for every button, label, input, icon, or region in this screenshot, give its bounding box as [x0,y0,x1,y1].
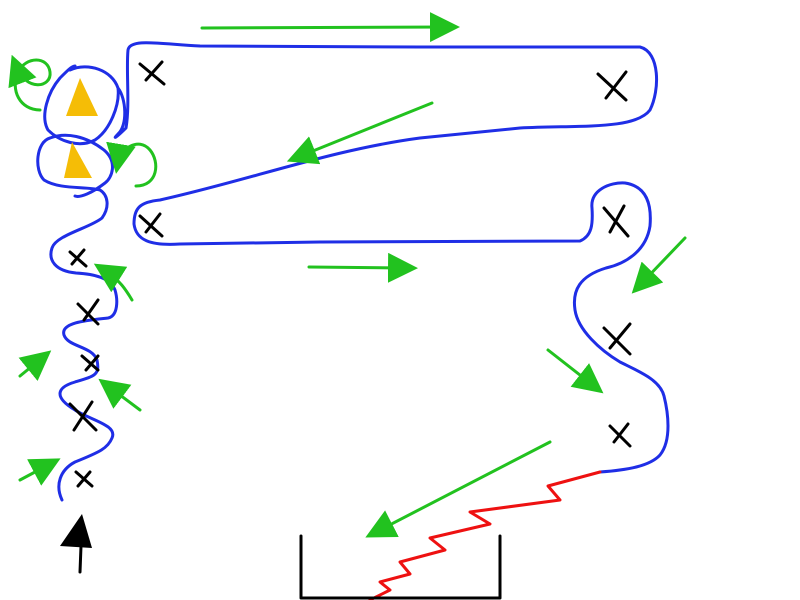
green-arrow-icon [98,378,142,412]
green-arrow-icon [307,252,418,283]
x-mark-icon [76,298,100,326]
x-mark-icon [602,204,630,238]
x-mark-icon [138,60,166,86]
x-mark-icon [596,70,628,102]
green-arrow-icon [18,458,61,486]
x-mark-icon [602,322,632,356]
green-arrow-icon [286,101,434,165]
green-arrow-icon [546,348,604,394]
green-arrow-icon [365,440,552,538]
cone-icon [64,142,92,178]
green-arrow-icon [106,141,158,188]
track-path [36,41,670,502]
green-arrow-icon [631,236,687,294]
x-mark-icon [74,470,94,488]
start-arrow-icon [60,514,92,574]
goal-box-icon [299,534,502,600]
green-arrow-icon [8,54,52,112]
x-mark-icon [80,354,100,372]
x-mark-icon [68,400,98,432]
green-arrow-icon [200,12,460,43]
x-mark-icon [68,248,88,268]
green-arrow-icon [93,263,134,302]
x-mark-icon [138,212,164,238]
green-arrow-icon [18,350,52,382]
x-mark-icon [608,422,632,448]
hazard-path [368,470,602,600]
cone-icon [66,78,98,116]
